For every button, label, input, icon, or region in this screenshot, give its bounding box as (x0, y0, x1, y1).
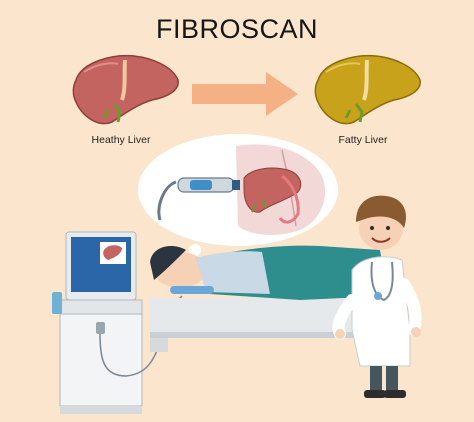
transition-arrow-icon (192, 72, 298, 116)
fibroscan-machine (52, 231, 183, 414)
patient-lying (150, 245, 388, 300)
healthy-liver-label: Heathy Liver (91, 134, 151, 146)
doctor (332, 195, 422, 398)
healthy-liver-illustration (72, 54, 179, 125)
page-title: FIBROSCAN (155, 14, 319, 44)
probe-magnification-bubble (138, 134, 338, 266)
fatty-liver-illustration (314, 54, 421, 125)
fatty-liver-label: Fatty Liver (338, 134, 388, 146)
